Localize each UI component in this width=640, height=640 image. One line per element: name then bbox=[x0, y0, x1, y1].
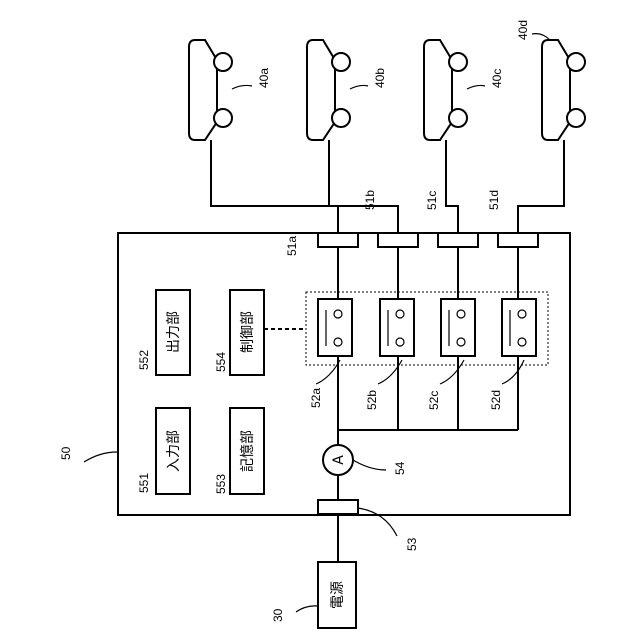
power-source-ref: 30 bbox=[271, 608, 285, 622]
vehicle-connector-a-ref: 51a bbox=[285, 236, 299, 256]
power-source-block: 電源 bbox=[318, 562, 356, 628]
storage-unit-ref: 553 bbox=[214, 474, 228, 494]
output-unit-label: 出力部 bbox=[166, 311, 182, 353]
channel-d bbox=[498, 40, 585, 430]
ammeter-ref: 54 bbox=[393, 461, 407, 475]
vehicle-c-leader bbox=[467, 85, 485, 89]
vehicle-c-cable bbox=[446, 140, 458, 233]
power-connector-leader bbox=[358, 508, 397, 536]
switch-b bbox=[380, 299, 414, 356]
vehicle-b-cable bbox=[329, 140, 398, 233]
vehicle-b bbox=[307, 40, 350, 140]
switch-c-leader bbox=[440, 360, 464, 384]
charging-device-leader bbox=[84, 452, 117, 462]
control-unit-block: 制御部 bbox=[230, 290, 264, 375]
output-unit-block: 出力部 bbox=[156, 290, 190, 375]
vehicle-connector-c bbox=[438, 233, 478, 247]
switch-c-ref: 52c bbox=[427, 391, 441, 410]
vehicle-a-ref: 40a bbox=[257, 68, 271, 88]
vehicle-connector-b bbox=[378, 233, 418, 247]
input-unit-label: 入力部 bbox=[166, 430, 182, 472]
vehicle-a bbox=[189, 40, 232, 140]
vehicle-c-ref: 40c bbox=[490, 69, 504, 88]
control-unit-label: 制御部 bbox=[240, 311, 256, 353]
vehicle-c bbox=[424, 40, 467, 140]
switch-b-ref: 52b bbox=[365, 390, 379, 410]
power-source-leader bbox=[296, 606, 318, 612]
vehicle-a-leader bbox=[232, 85, 252, 89]
output-unit-ref: 552 bbox=[137, 350, 151, 370]
switch-a-ref: 52a bbox=[309, 388, 323, 408]
power-connector bbox=[318, 500, 358, 514]
power-connector-ref: 53 bbox=[405, 537, 419, 551]
switch-c bbox=[441, 299, 475, 356]
storage-unit-label: 記憶部 bbox=[239, 430, 256, 472]
vehicle-connector-a bbox=[318, 233, 358, 247]
charging-device-ref: 50 bbox=[59, 446, 73, 460]
storage-unit-block: 記憶部 bbox=[230, 408, 264, 494]
ammeter-leader bbox=[353, 460, 386, 470]
power-source-label: 電源 bbox=[330, 581, 346, 609]
switch-d-ref: 52d bbox=[489, 390, 503, 410]
vehicle-b-ref: 40b bbox=[373, 68, 387, 88]
channel-c bbox=[424, 40, 478, 430]
switch-d bbox=[502, 299, 536, 356]
vehicle-a-cable bbox=[211, 140, 338, 233]
input-unit-block: 入力部 bbox=[156, 408, 190, 494]
input-unit-ref: 551 bbox=[137, 473, 151, 493]
switch-a bbox=[318, 299, 352, 356]
switch-d-leader bbox=[502, 360, 524, 384]
vehicle-b-leader bbox=[350, 85, 368, 89]
vehicle-d-cable bbox=[518, 140, 564, 233]
vehicle-connector-d-ref: 51d bbox=[487, 190, 501, 210]
vehicle-d-ref: 40d bbox=[516, 20, 530, 40]
vehicle-connector-d bbox=[498, 233, 538, 247]
vehicle-connector-b-ref: 51b bbox=[363, 190, 377, 210]
switch-a-leader bbox=[316, 360, 340, 384]
ammeter-symbol: A bbox=[331, 455, 347, 465]
vehicle-connector-c-ref: 51c bbox=[425, 191, 439, 210]
control-unit-ref: 554 bbox=[214, 352, 228, 372]
vehicle-d bbox=[542, 40, 585, 140]
ammeter: A bbox=[323, 445, 353, 475]
